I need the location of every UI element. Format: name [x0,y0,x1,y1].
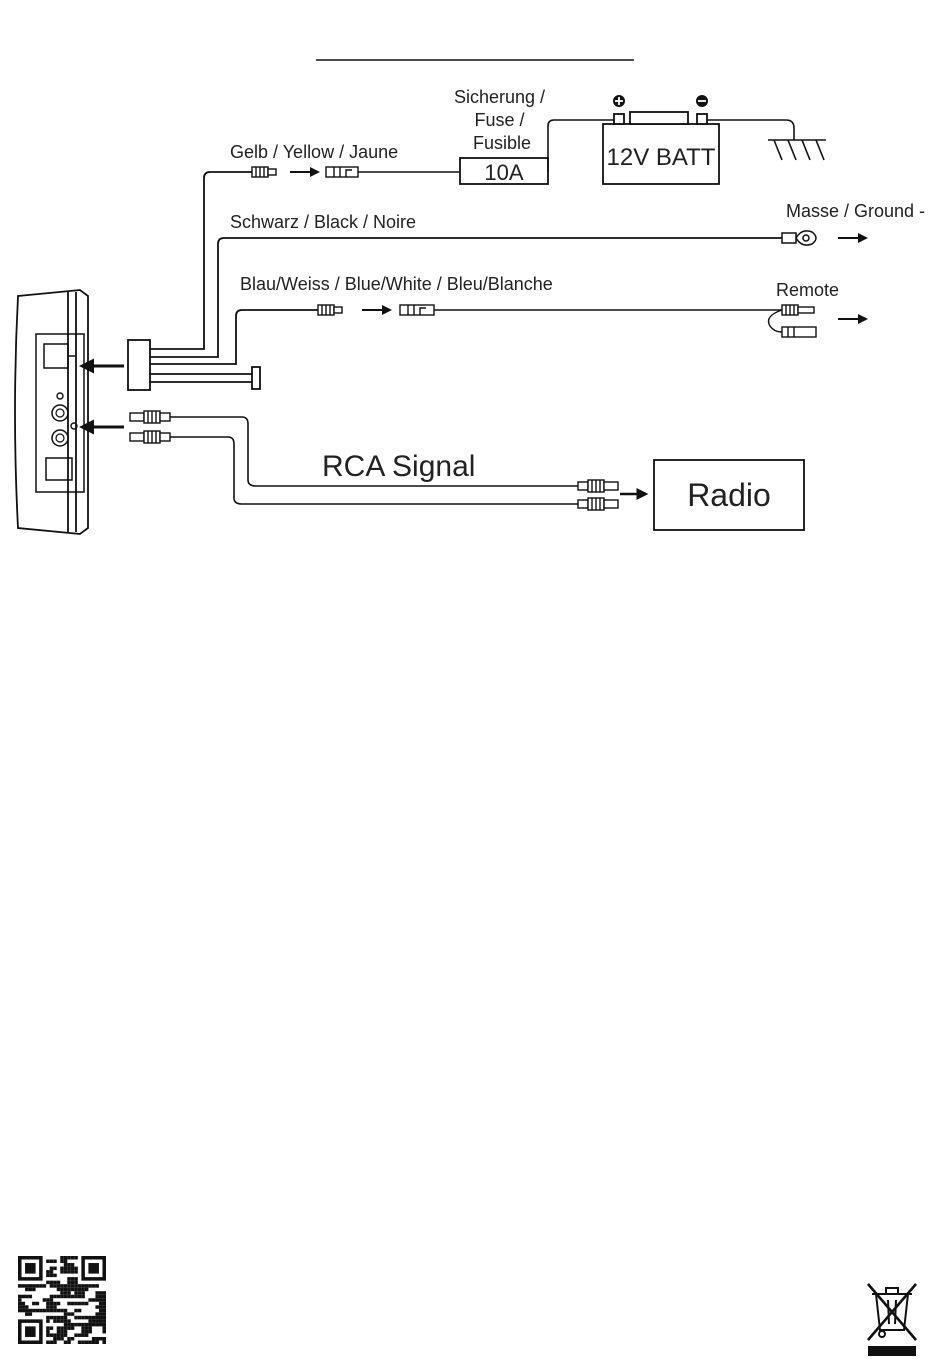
ground-label: Masse / Ground - [786,201,925,221]
yellow-wire-label: Gelb / Yellow / Jaune [230,142,398,162]
remote-label: Remote [776,280,839,300]
ground-ring-terminal-icon [782,231,816,245]
rca-plugs-unit-side [130,411,170,443]
rca-signal-label: RCA Signal [322,450,475,483]
radio-label: Radio [687,477,771,513]
chassis-ground-icon [768,140,826,160]
harness-plug [128,340,150,390]
battery-ground-wire [707,120,794,140]
weee-crossed-bin-icon [862,1278,922,1356]
rca-plugs-radio-side [578,480,618,510]
battery-minus-icon [696,95,708,107]
qr-code-icon [18,1256,106,1344]
black-wire-label: Schwarz / Black / Noire [230,212,416,232]
amplifier-unit [15,290,88,534]
fuse-rating: 10A [484,160,523,185]
battery-label: 12V BATT [607,144,716,171]
fuse-label: Sicherung / Fuse / Fusible [454,87,550,153]
blue-white-wire-label: Blau/Weiss / Blue/White / Bleu/Blanche [240,274,553,294]
connector-female [326,167,358,177]
battery-plus-icon [613,95,625,107]
